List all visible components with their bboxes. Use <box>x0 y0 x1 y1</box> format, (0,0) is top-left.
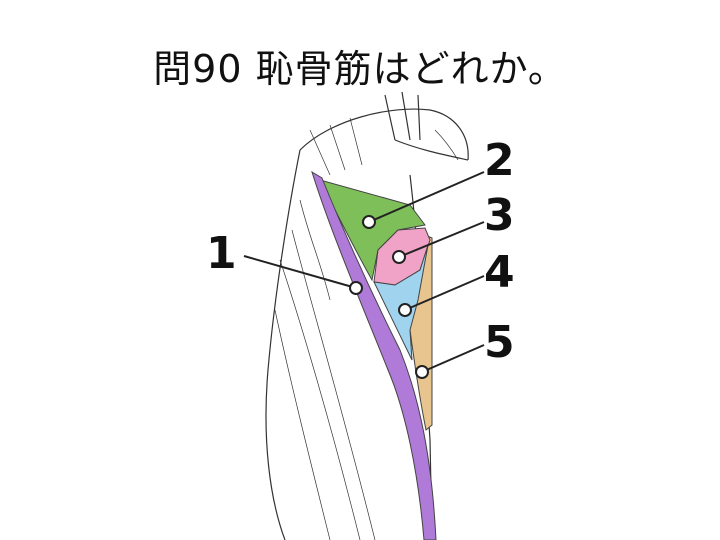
marker-dot-1 <box>349 281 363 295</box>
label-3: 3 <box>484 190 515 241</box>
leader-lines <box>243 171 485 373</box>
label-2: 2 <box>484 135 515 186</box>
label-5: 5 <box>484 317 515 368</box>
marker-dot-4 <box>398 303 412 317</box>
question-title: 問90 恥骨筋はどれか。 <box>153 47 567 91</box>
marker-dot-3 <box>392 250 406 264</box>
label-4: 4 <box>484 247 515 298</box>
marker-dots <box>349 215 429 379</box>
muscle-1-region <box>311 170 437 540</box>
label-1: 1 <box>206 228 237 279</box>
marker-dot-2 <box>362 215 376 229</box>
marker-dot-5 <box>415 365 429 379</box>
